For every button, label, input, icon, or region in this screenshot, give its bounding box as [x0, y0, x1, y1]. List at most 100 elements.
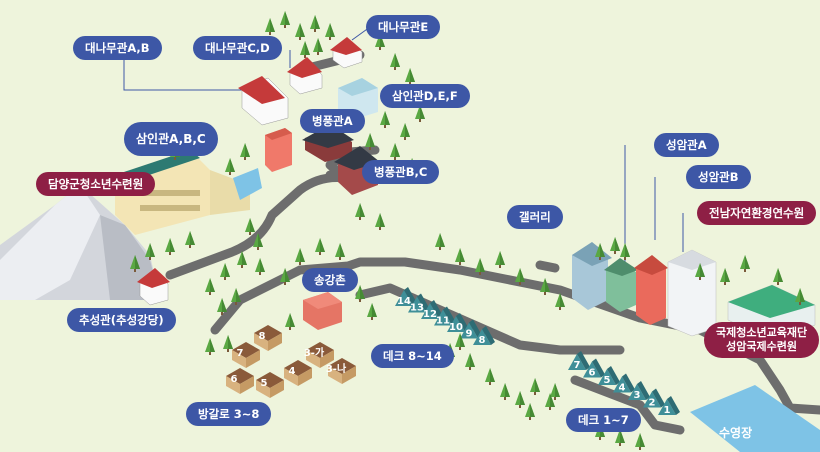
deck-upper-11[interactable]: 11 — [434, 306, 456, 327]
tree — [265, 18, 275, 35]
bungalow-6[interactable]: 6 — [226, 368, 254, 394]
tree — [455, 333, 465, 350]
tree — [500, 383, 510, 400]
tree — [245, 218, 255, 235]
building-danamu-e — [330, 37, 363, 69]
bungalow-number: 5 — [261, 378, 268, 389]
pool-shelter-small — [233, 168, 262, 200]
deck-upper-number: 12 — [423, 309, 437, 320]
tree — [255, 258, 265, 275]
label-pool[interactable]: 수영장 — [719, 426, 753, 440]
tree — [635, 433, 645, 450]
tree — [610, 237, 620, 254]
label-intl-line1: 국제청소년교육재단 — [716, 326, 808, 339]
building-danamu-cd — [287, 57, 323, 95]
building-danamu-ab — [238, 76, 289, 126]
tree — [695, 263, 705, 280]
deck-upper-14[interactable]: 14 — [395, 287, 417, 307]
label-jeonnam[interactable]: 전남자연환경연수원 — [697, 201, 817, 225]
deck-upper-12[interactable]: 12 — [421, 300, 443, 320]
label-seongam-b[interactable]: 성암관B — [686, 165, 751, 189]
tree — [495, 251, 505, 268]
deck-lower-6[interactable]: 6 — [583, 358, 605, 379]
label-byeongpung-bc[interactable]: 병풍관B,C — [362, 160, 440, 184]
tree — [515, 268, 525, 285]
tree — [231, 288, 241, 305]
tree — [620, 243, 630, 260]
label-danamu-ab[interactable]: 대나무관A,B — [73, 36, 162, 60]
deck-upper-number: 10 — [449, 322, 463, 333]
tree — [225, 158, 235, 175]
label-samin-def[interactable]: 삼인관D,E,F — [380, 84, 470, 108]
tree — [205, 338, 215, 355]
tree — [253, 233, 263, 250]
label-gallery[interactable]: 갤러리 — [507, 205, 563, 229]
label-deck-8-14[interactable]: 데크 8~14 — [371, 344, 454, 368]
tree — [405, 68, 415, 85]
deck-lower-number: 5 — [604, 375, 611, 386]
bungalow-8[interactable]: 8 — [254, 325, 282, 351]
tree — [237, 251, 247, 268]
deck-upper-9[interactable]: 9 — [460, 319, 482, 340]
label-seongam-a[interactable]: 성암관A — [654, 133, 719, 157]
tree — [310, 15, 320, 32]
deck-upper-number: 14 — [397, 296, 411, 307]
label-damyang[interactable]: 담양군청소년수련원 — [36, 172, 156, 196]
tree — [555, 293, 565, 310]
label-deck-1-7[interactable]: 데크 1~7 — [566, 408, 641, 432]
building-gallery — [572, 242, 612, 310]
label-bungalow[interactable]: 방갈로 3~8 — [186, 402, 272, 426]
tree — [240, 143, 250, 160]
label-danamu-cd[interactable]: 대나무관C,D — [193, 36, 282, 60]
deck-lower-7[interactable]: 7 — [568, 351, 590, 371]
tree — [455, 248, 465, 265]
building-samin-abc — [265, 128, 292, 172]
deck-lower-2[interactable]: 2 — [643, 388, 665, 409]
tree — [465, 353, 475, 370]
bungalow-5[interactable]: 5 — [256, 372, 284, 398]
building-songgang — [303, 292, 342, 330]
swimming-pool — [690, 385, 820, 452]
deck-upper-number: 9 — [466, 329, 473, 340]
tree — [720, 268, 730, 285]
tree — [223, 335, 233, 352]
deck-upper-8[interactable]: 8 — [473, 326, 495, 346]
deck-upper-10[interactable]: 10 — [447, 313, 469, 333]
tree — [300, 41, 310, 58]
tree — [525, 403, 535, 420]
bungalow-number: 3-가 — [304, 346, 325, 359]
bungalow-number: 4 — [289, 366, 296, 377]
tree — [515, 391, 525, 408]
label-byeongpung-a[interactable]: 병풍관A — [300, 109, 365, 133]
label-intl-line2: 성암국제수련원 — [726, 340, 797, 353]
label-songgang[interactable]: 송강촌 — [302, 268, 358, 292]
tree — [380, 111, 390, 128]
deck-lower-1[interactable]: 1 — [658, 396, 680, 416]
bungalow-4[interactable]: 4 — [284, 360, 312, 386]
bungalow-3-가[interactable]: 3-가 — [304, 342, 334, 368]
bungalow-3-나[interactable]: 3-나 — [326, 358, 356, 384]
deck-upper-13[interactable]: 13 — [408, 293, 430, 314]
tree — [530, 378, 540, 395]
tree — [313, 38, 323, 55]
tree — [595, 243, 605, 260]
bungalow-7[interactable]: 7 — [232, 342, 260, 368]
tree — [325, 23, 335, 40]
label-intl-center[interactable]: 국제청소년교육재단 성암국제수련원 — [704, 322, 820, 358]
bungalow-number: 6 — [231, 374, 238, 385]
deck-lower-number: 6 — [589, 368, 596, 379]
label-danamu-e[interactable]: 대나무관E — [366, 15, 441, 39]
deck-lower-3[interactable]: 3 — [628, 381, 650, 401]
label-chuseong[interactable]: 추성관(추성강당) — [67, 308, 176, 332]
label-samin-abc[interactable]: 삼인관A,B,C — [124, 122, 218, 156]
bungalow-cluster: 87 3-가 4 3-나 6 5 — [226, 325, 356, 398]
deck-lower-4[interactable]: 4 — [613, 373, 635, 394]
deck-upper-number: 13 — [410, 303, 424, 314]
tree — [295, 23, 305, 40]
tree — [185, 231, 195, 248]
deck-lower-5[interactable]: 5 — [598, 366, 620, 386]
deck-lower-number: 7 — [574, 360, 581, 371]
tree — [365, 133, 375, 150]
